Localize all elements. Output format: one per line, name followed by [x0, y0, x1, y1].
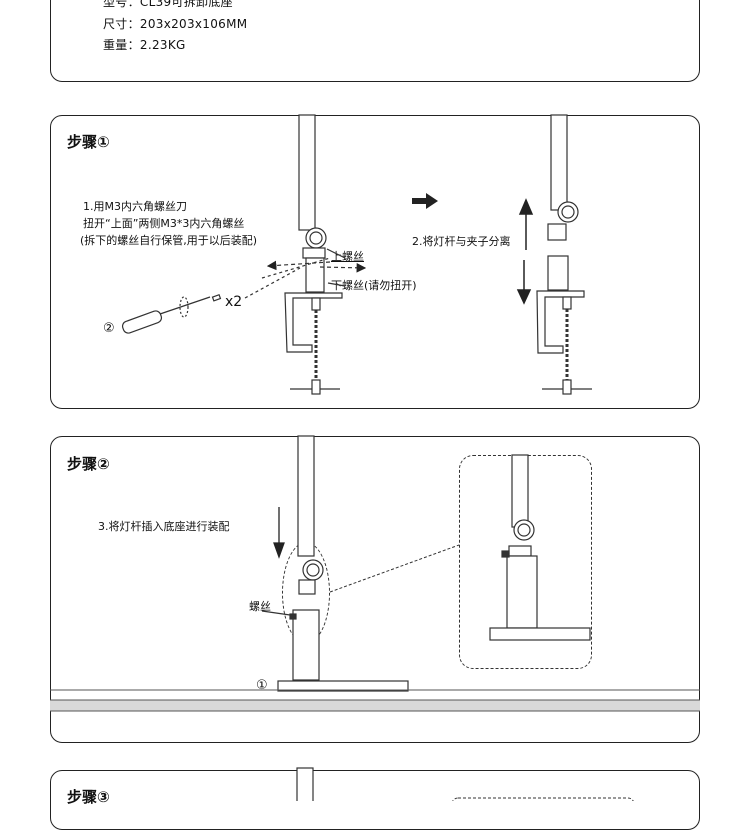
separation-arrows — [516, 198, 534, 305]
separate-instruction: 2.将灯杆与夹子分离 — [412, 235, 511, 248]
table-surface — [50, 689, 700, 712]
step2-instruction: 3.将灯杆插入底座进行装配 — [98, 520, 230, 533]
step3-detail-box — [452, 797, 634, 801]
step1-instruction-line3: (拆下的螺丝自行保管,用于以后装配) — [80, 234, 258, 247]
step1-title: 步骤① — [67, 133, 110, 151]
assembly-illustrations — [50, 114, 700, 801]
base-marker: ① — [256, 678, 268, 693]
tool-marker: ② — [103, 321, 115, 336]
step1-panel — [50, 115, 700, 409]
spec-panel — [50, 0, 700, 82]
zoom-connector — [329, 544, 460, 593]
screw-label: 螺丝 — [249, 600, 271, 613]
upper-screw-label: 上螺丝 — [331, 250, 364, 263]
screwdriver-icon — [121, 293, 222, 334]
detail-zoom-art — [489, 454, 591, 641]
step1-instruction-line2: 扭开“上面”两侧M3*3内六角螺丝 — [83, 217, 245, 230]
lamp-base-assembly — [261, 435, 409, 692]
lamp-clamp-assembly — [284, 114, 343, 395]
lower-screw-label: 下螺丝(请勿扭开) — [331, 279, 417, 292]
step3-lamp-pole — [296, 767, 314, 801]
step1-instruction-line1: 1.用M3内六角螺丝刀 — [83, 200, 187, 213]
separated-lamp-parts — [536, 114, 592, 395]
spec-weight: 重量：2.23KG — [103, 38, 186, 52]
spec-model: 型号：CL39可拆卸底座 — [103, 0, 233, 9]
dashed-screw-paths — [244, 248, 367, 299]
step2-title: 步骤② — [67, 455, 110, 473]
right-arrow-icon — [412, 193, 438, 209]
down-arrow-icon — [273, 507, 285, 559]
spec-size: 尺寸：203x203x106MM — [103, 17, 248, 31]
screw-quantity: x2 — [225, 294, 243, 310]
